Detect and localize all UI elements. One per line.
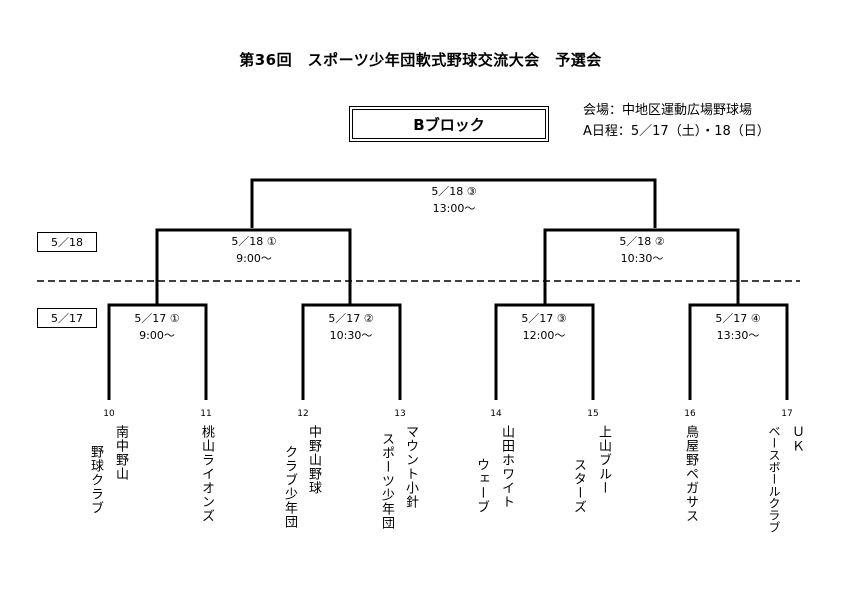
match-number: 5／18 ③ [431,185,477,198]
round1-match-label: 5／17 ② 10:30～ [291,310,411,344]
semi-connector-left [155,228,352,305]
round1-connector-1 [107,303,208,400]
round1-match-label: 5／17 ③ 12:00～ [484,310,604,344]
team-name-line1: 南中野山 [113,425,128,481]
round1-connector-3 [494,303,595,400]
round1-match-label: 5／17 ④ 13:30～ [678,310,798,344]
team-seed: 15 [587,409,599,419]
team-name-line1: 山田ホワイト [499,425,514,509]
match-time: 10:30～ [329,329,373,342]
match-number: 5／17 ④ [715,312,761,325]
block-name: Bブロック [352,109,546,139]
semi-connector-right [543,228,740,305]
match-time: 9:00～ [139,329,175,342]
team-name-line2: ベースボールクラブ [767,425,781,533]
team-name-line1: ＵＫ [789,425,804,453]
team-name-line1: 上山ブルー [596,425,611,495]
final-match-label: 5／18 ③ 13:00～ [394,183,514,217]
semi-match-label: 5／18 ① 9:00～ [194,233,314,267]
team-name-line1: 鳥屋野ペガサス [683,425,698,523]
match-time: 13:30～ [716,329,760,342]
schedule-info: A日程：5／17（土）・18（日） [583,124,770,139]
round1-connector-2 [301,303,402,400]
match-time: 10:30～ [620,252,664,265]
team-seed: 10 [103,409,115,419]
match-number: 5／17 ② [328,312,374,325]
team-seed: 14 [490,409,502,419]
match-number: 5／17 ① [134,312,180,325]
team-seed: 12 [297,409,309,419]
team-seed: 11 [200,409,212,419]
match-number: 5／18 ① [231,235,277,248]
match-number: 5／17 ③ [521,312,567,325]
final-connector [250,178,657,228]
round1-connector-4 [688,303,789,400]
match-number: 5／18 ② [619,235,665,248]
team-name-line1: 中野山野球 [306,425,321,495]
team-seed: 13 [394,409,406,419]
match-time: 13:00～ [432,202,476,215]
match-time: 12:00～ [522,329,566,342]
semi-match-label: 5／18 ② 10:30～ [582,233,702,267]
date-label-day1: 5／17 [37,308,97,328]
team-name-line2: スターズ [571,458,586,514]
team-name-line2: クラブ少年団 [282,445,297,529]
team-name-line2: スポーツ少年団 [379,432,394,530]
team-name-line1: マウント小針 [403,425,418,509]
team-name-line1: 桃山ライオンズ [199,425,214,523]
team-name-line2: 野球クラブ [88,445,103,515]
page-title: 第36回 スポーツ少年団軟式野球交流大会 予選会 [239,51,602,69]
round1-match-label: 5／17 ① 9:00～ [97,310,217,344]
block-box: Bブロック [349,106,549,142]
team-seed: 17 [781,409,793,419]
match-time: 9:00～ [236,252,272,265]
venue-info: 会場：中地区運動広場野球場 [583,103,753,118]
team-seed: 16 [684,409,696,419]
team-name-line2: ウェーブ [474,458,489,514]
date-label-day2: 5／18 [37,232,97,252]
